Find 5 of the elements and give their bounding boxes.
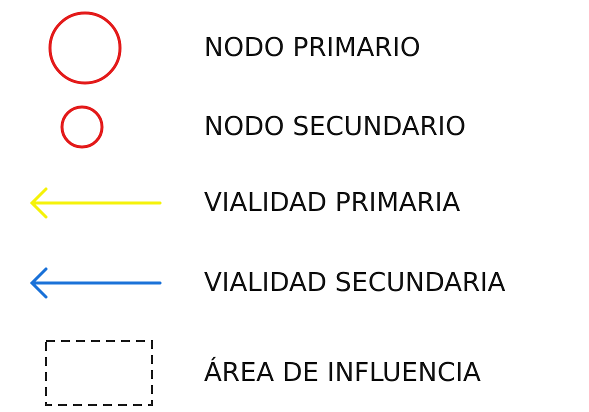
legend-label: ÁREA DE INFLUENCIA	[204, 357, 481, 389]
legend-label: VIALIDAD PRIMARIA	[204, 187, 460, 219]
legend-label: NODO SECUNDARIO	[204, 111, 466, 143]
legend-label: NODO PRIMARIO	[204, 32, 420, 64]
legend-label: VIALIDAD SECUNDARIA	[204, 267, 506, 299]
